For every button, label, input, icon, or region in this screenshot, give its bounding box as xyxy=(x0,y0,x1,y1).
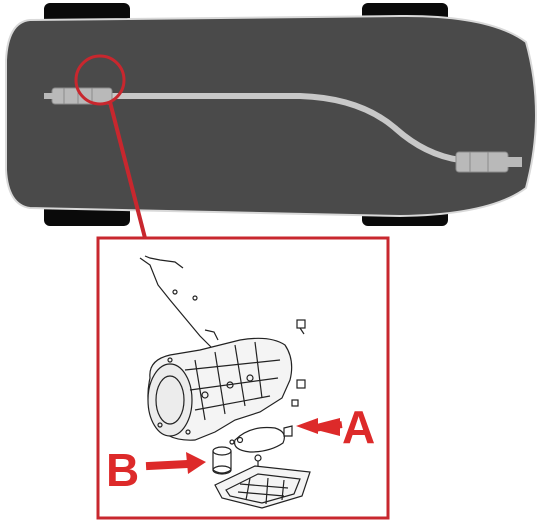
leader-line xyxy=(108,101,147,239)
arrow-a-shaft xyxy=(313,421,343,432)
exhaust-system xyxy=(44,87,522,173)
oil-filter xyxy=(212,436,244,475)
exhaust-pipe xyxy=(105,93,463,163)
arrow-b-shaft xyxy=(145,459,191,471)
oil-pan xyxy=(214,454,311,509)
vehicle-top-view xyxy=(5,3,538,226)
filter-gasket xyxy=(233,426,285,453)
bell-housing xyxy=(147,363,193,437)
vehicle-body xyxy=(5,14,538,218)
callout-label-b: B xyxy=(106,444,140,496)
transmission-illustration xyxy=(139,255,311,509)
callout-label-a: A xyxy=(342,401,376,453)
muffler xyxy=(455,151,509,173)
dipstick-tube xyxy=(139,257,227,363)
arrow-a xyxy=(296,418,343,436)
callout-arrows xyxy=(145,418,343,474)
arrow-b xyxy=(145,452,206,474)
location-callout xyxy=(74,54,147,239)
sensor-connector xyxy=(291,319,306,407)
highlight-circle xyxy=(74,54,126,106)
